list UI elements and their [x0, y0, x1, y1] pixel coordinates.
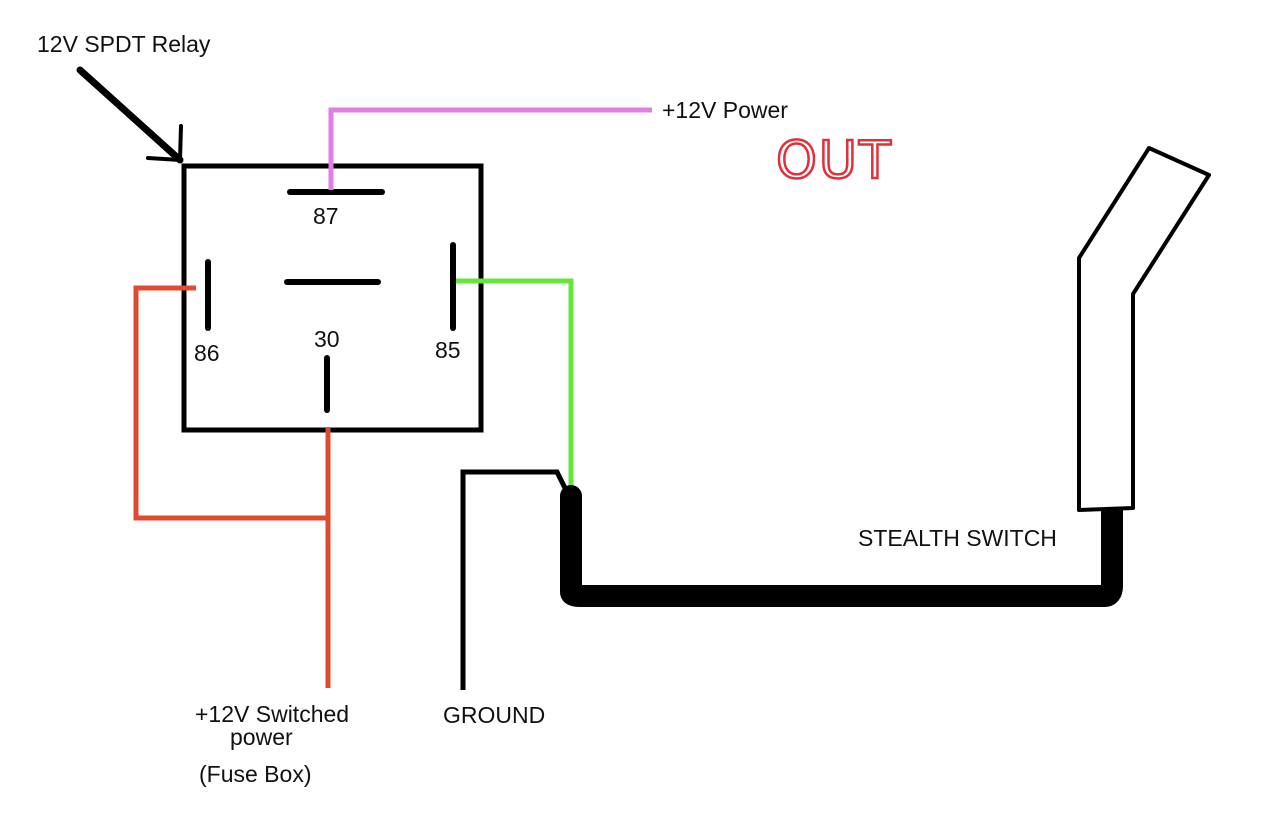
stealth-switch-cable: [560, 485, 1123, 607]
wire-switched-power: [133, 285, 331, 688]
power-out-label: +12V Power: [662, 97, 788, 123]
relay-title: 12V SPDT Relay: [37, 31, 211, 57]
switch-lever: [1077, 146, 1211, 512]
pin-30-label: 30: [314, 326, 340, 352]
pin-87-label: 87: [313, 203, 339, 229]
out-note: OUT: [776, 131, 893, 191]
switched-power-label-line1: +12V Switched: [195, 701, 349, 727]
fuse-box-label: (Fuse Box): [199, 761, 311, 787]
pin-85-label: 85: [435, 337, 461, 363]
ground-label: GROUND: [443, 702, 545, 728]
wire-85-switch: [456, 278, 574, 494]
wire-87-power-out: [328, 107, 652, 190]
relay-terminals: [205, 189, 456, 413]
relay-pointer-arrow: [76, 66, 184, 164]
switched-power-label-line2: power: [230, 724, 293, 750]
pin-86-label: 86: [194, 340, 220, 366]
wire-ground: [460, 469, 571, 690]
stealth-switch-label: STEALTH SWITCH: [858, 525, 1057, 551]
